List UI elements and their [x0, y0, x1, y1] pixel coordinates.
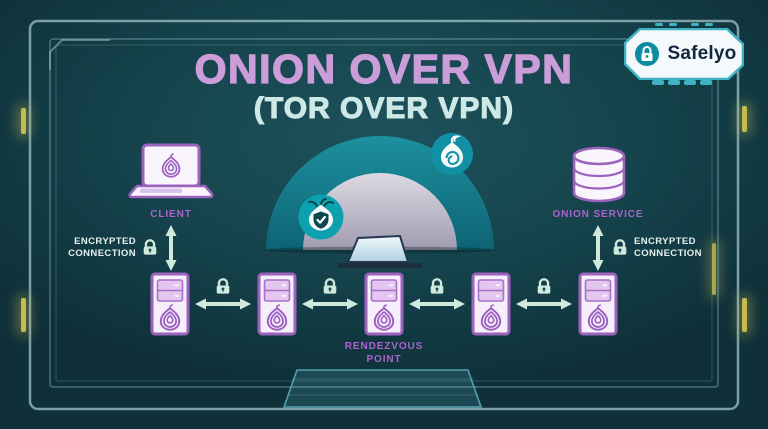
edge-accent-right-top [742, 106, 747, 132]
onion-service-database-icon [572, 146, 626, 203]
brand-dash-3 [684, 80, 696, 85]
edge-accent-left-top [21, 108, 26, 134]
brand-dash-4 [700, 80, 712, 85]
hop-lock-icon-2 [322, 278, 338, 295]
client-lock-icon [142, 239, 158, 256]
hop-lock-icon-1 [215, 278, 231, 295]
brand-tick-1 [655, 23, 663, 26]
brand-tick-4 [705, 23, 713, 26]
relay-server-4 [471, 272, 511, 336]
tunnel-laptop-icon [338, 234, 422, 268]
brand-badge: Safelyo [624, 28, 744, 80]
vpn-shield-icon [298, 194, 344, 240]
edge-accent-right-inner [712, 243, 716, 295]
service-lock-icon [612, 239, 628, 256]
brand-name: Safelyo [667, 43, 737, 64]
encrypted-connection-right-label: ENCRYPTED CONNECTION [634, 236, 702, 260]
brand-tick-2 [669, 23, 677, 26]
client-connection-arrow-icon [164, 225, 178, 271]
onion-service-label: ONION SERVICE [552, 209, 644, 220]
encrypted-connection-left-label: ENCRYPTED CONNECTION [68, 236, 136, 260]
tor-onion-icon [431, 133, 473, 175]
edge-accent-left-bottom [21, 298, 26, 332]
client-laptop-icon [128, 143, 214, 199]
relay-server-2 [257, 272, 297, 336]
hop-lock-icon-3 [429, 278, 445, 295]
hop-arrow-icon-1 [195, 297, 251, 311]
rendezvous-point-label: RENDEZVOUS POINT [344, 341, 424, 365]
hop-arrow-icon-2 [302, 297, 358, 311]
client-label: CLIENT [150, 209, 192, 220]
hop-arrow-icon-3 [409, 297, 465, 311]
brand-badge-shape [624, 28, 744, 80]
brand-dash-2 [668, 80, 680, 85]
service-connection-arrow-icon [591, 225, 605, 271]
page-title: ONION OVER VPN [194, 45, 574, 92]
brand-lock-icon [632, 40, 661, 68]
brand-tick-3 [691, 23, 699, 26]
relay-server-5 [578, 272, 618, 336]
relay-server-1 [150, 272, 190, 336]
page-subtitle: (TOR OVER VPN) [253, 91, 515, 125]
hop-lock-icon-4 [536, 278, 552, 295]
edge-accent-right-bottom [742, 298, 747, 332]
brand-dash-1 [652, 80, 664, 85]
hop-arrow-icon-4 [516, 297, 572, 311]
relay-server-rendezvous [364, 272, 404, 336]
